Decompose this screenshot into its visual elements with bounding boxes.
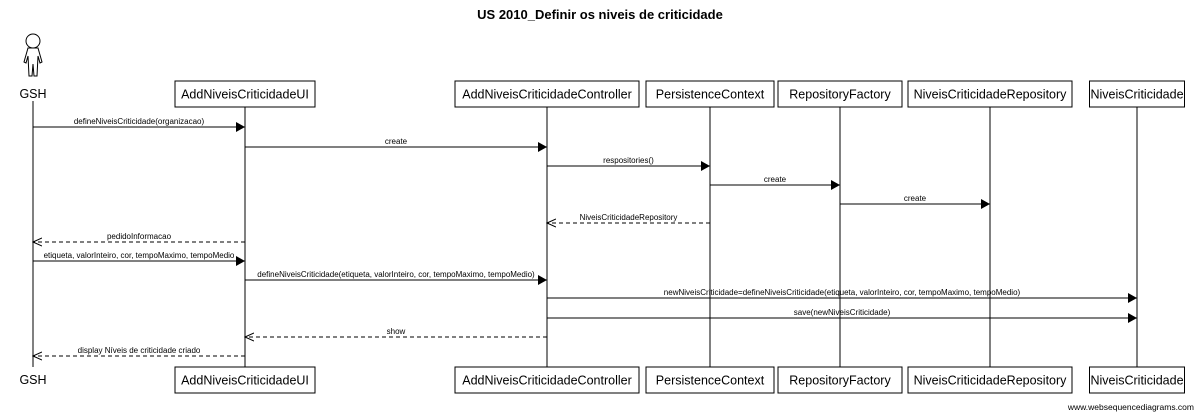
message-label: create xyxy=(764,175,787,184)
message-label: create xyxy=(904,194,927,203)
message-3: respositories() xyxy=(547,156,710,171)
message-label: display Níveis de criticidade criado xyxy=(78,346,201,355)
message-13: display Níveis de criticidade criado xyxy=(33,346,245,356)
message-label: create xyxy=(385,137,408,146)
message-label: NiveisCriticidadeRepository xyxy=(580,213,678,222)
message-label: show xyxy=(387,327,406,336)
message-label: newNiveisCriticidade=defineNiveisCritici… xyxy=(664,288,1021,297)
participant-label-rf-head: RepositoryFactory xyxy=(789,88,891,102)
participant-footers: GSH AddNiveisCriticidadeUI AddNiveisCritic… xyxy=(19,366,1185,394)
participant-box-pc-head: PersistenceContext xyxy=(645,80,775,108)
participant-label-ctrl-foot: AddNiveisCriticidadeController xyxy=(462,374,632,388)
message-12: show xyxy=(245,327,547,337)
participant-label-ui-head: AddNiveisCriticidadeUI xyxy=(181,88,309,102)
participant-box-repo-foot: NiveisCriticidadeRepository xyxy=(907,366,1073,394)
participant-label-pc-head: PersistenceContext xyxy=(656,88,765,102)
participant-label-nc-head: NiveisCriticidade xyxy=(1090,88,1183,102)
lifelines xyxy=(32,101,1138,367)
person-icon xyxy=(23,33,43,77)
participant-box-ui-foot: AddNiveisCriticidadeUI xyxy=(174,366,316,394)
participant-label-rf-foot: RepositoryFactory xyxy=(789,374,891,388)
message-label: etiqueta, valorInteiro, cor, tempoMaximo… xyxy=(44,251,235,260)
messages: defineNiveisCriticidade(organizacao) crea… xyxy=(33,117,1137,356)
message-label: respositories() xyxy=(603,156,654,165)
message-7: pedidoInformacao xyxy=(33,232,245,242)
participant-box-ctrl-head: AddNiveisCriticidadeController xyxy=(454,80,640,108)
message-label: save(newNiveisCriticidade) xyxy=(794,308,891,317)
diagram-title: US 2010_Definir os niveis de criticidade xyxy=(477,7,723,22)
message-10: newNiveisCriticidade=defineNiveisCritici… xyxy=(547,288,1137,303)
participant-box-nc-head: NiveisCriticidade xyxy=(1089,80,1185,108)
watermark: www.websequencediagrams.com xyxy=(1067,402,1194,412)
participant-heads: GSH AddNiveisCriticidadeUI AddNiveisCritic… xyxy=(19,33,1185,108)
message-label: defineNiveisCriticidade(organizacao) xyxy=(74,117,205,126)
message-6: NiveisCriticidadeRepository xyxy=(547,213,710,223)
message-9: defineNiveisCriticidade(etiqueta, valorI… xyxy=(245,270,547,285)
message-label: defineNiveisCriticidade(etiqueta, valorI… xyxy=(257,270,535,279)
participant-box-rf-head: RepositoryFactory xyxy=(777,80,903,108)
participant-label-nc-foot: NiveisCriticidade xyxy=(1090,374,1183,388)
participant-box-pc-foot: PersistenceContext xyxy=(645,366,775,394)
message-label: pedidoInformacao xyxy=(107,232,172,241)
participant-box-nc-foot: NiveisCriticidade xyxy=(1089,366,1185,394)
message-4: create xyxy=(710,175,840,190)
participant-box-ctrl-foot: AddNiveisCriticidadeController xyxy=(454,366,640,394)
participant-label-ui-foot: AddNiveisCriticidadeUI xyxy=(181,374,309,388)
message-1: defineNiveisCriticidade(organizacao) xyxy=(33,117,245,132)
participant-label-repo-foot: NiveisCriticidadeRepository xyxy=(914,374,1068,388)
participant-label-pc-foot: PersistenceContext xyxy=(656,374,765,388)
actor-label-head: GSH xyxy=(19,87,46,101)
participant-box-rf-foot: RepositoryFactory xyxy=(777,366,903,394)
message-11: save(newNiveisCriticidade) xyxy=(547,308,1137,323)
actor-label-foot: GSH xyxy=(19,373,46,387)
participant-box-ui-head: AddNiveisCriticidadeUI xyxy=(174,80,316,108)
participant-label-repo-head: NiveisCriticidadeRepository xyxy=(914,88,1068,102)
message-8: etiqueta, valorInteiro, cor, tempoMaximo… xyxy=(33,251,245,266)
participant-box-repo-head: NiveisCriticidadeRepository xyxy=(907,80,1073,108)
message-2: create xyxy=(245,137,547,152)
participant-label-ctrl-head: AddNiveisCriticidadeController xyxy=(462,88,632,102)
message-5: create xyxy=(840,194,990,209)
